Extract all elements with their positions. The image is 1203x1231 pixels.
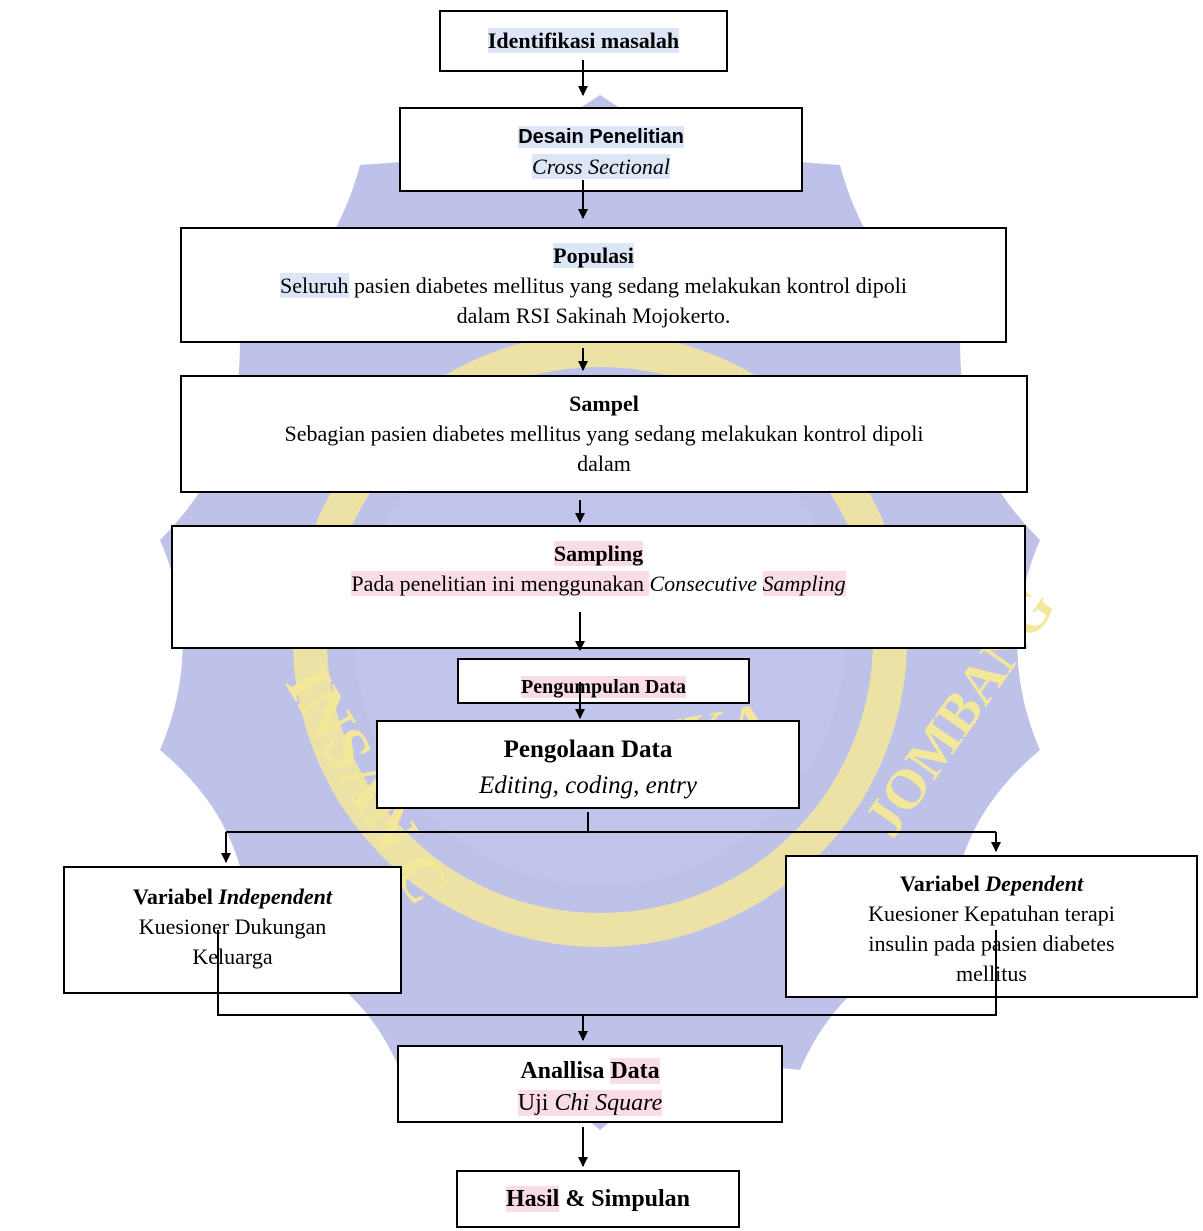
dependent-text-line3: mellitus [956, 961, 1027, 986]
sampel-title: Sampel [569, 391, 639, 416]
analisa-subtitle-b: Chi Square [554, 1090, 663, 1116]
step-analisa-data: Anallisa Data Uji Chi Square [397, 1045, 783, 1123]
step-identifikasi-masalah: Identifikasi masalah [439, 10, 728, 72]
step-desain-penelitian: Desain Penelitian Cross Sectional [399, 107, 803, 192]
identifikasi-title: Identifikasi masalah [487, 28, 680, 53]
sampling-text-c [757, 571, 763, 596]
independent-text-line1: Kuesioner Dukungan [138, 914, 327, 939]
step-pengolaan-data: Pengolaan Data Editing, coding, entry [376, 720, 800, 809]
desain-title: Desain Penelitian [518, 126, 684, 148]
pengumpulan-title: Pengumpulan Data [520, 676, 687, 698]
hasil-title-a: Hasil [505, 1186, 560, 1212]
dependent-text-line1: Kuesioner Kepatuhan terapi [868, 901, 1115, 926]
dependent-title-a: Variabel [899, 871, 986, 896]
pengolaan-subtitle: Editing, coding, entry [478, 772, 698, 799]
populasi-text-line2: dalam RSI Sakinah Mojokerto. [456, 303, 731, 328]
analisa-title-b: Data [610, 1058, 660, 1084]
analisa-title-a: Anallisa [520, 1058, 611, 1084]
desain-subtitle: Cross Sectional [532, 154, 670, 179]
independent-text-line2: Keluarga [192, 944, 273, 969]
variabel-independent-box: Variabel Independent Kuesioner Dukungan … [63, 866, 402, 994]
variabel-dependent-box: Variabel Dependent Kuesioner Kepatuhan t… [785, 855, 1198, 998]
sampling-text-b: Consecutive [649, 571, 758, 596]
sampling-text-a: Pada penelitian ini menggunakan [351, 571, 650, 596]
sampling-text-d: Sampling [762, 571, 846, 596]
hasil-title-b: & Simpulan [559, 1186, 691, 1212]
analisa-subtitle-a: Uji [517, 1090, 555, 1116]
step-pengumpulan-data: Pengumpulan Data [457, 658, 750, 704]
pengolaan-title: Pengolaan Data [503, 736, 673, 763]
step-sampling: Sampling Pada penelitian ini menggunakan… [171, 525, 1026, 649]
step-sampel: Sampel Sebagian pasien diabetes mellitus… [180, 375, 1028, 493]
sampel-text-line2: dalam [577, 451, 631, 476]
step-populasi: Populasi Seluruh pasien diabetes mellitu… [180, 227, 1007, 343]
step-hasil-simpulan: Hasil & Simpulan [456, 1170, 740, 1228]
dependent-text-line2: insulin pada pasien diabetes [868, 931, 1115, 956]
dependent-title-b: Dependent [985, 871, 1084, 896]
populasi-title: Populasi [553, 243, 634, 268]
sampel-text-line1: Sebagian pasien diabetes mellitus yang s… [284, 421, 924, 446]
populasi-text-a: Seluruh [280, 273, 349, 298]
populasi-text-b: pasien diabetes mellitus yang sedang mel… [348, 273, 907, 298]
independent-title-a: Variabel [132, 884, 219, 909]
sampling-title: Sampling [553, 541, 644, 566]
independent-title-b: Independent [218, 884, 333, 909]
